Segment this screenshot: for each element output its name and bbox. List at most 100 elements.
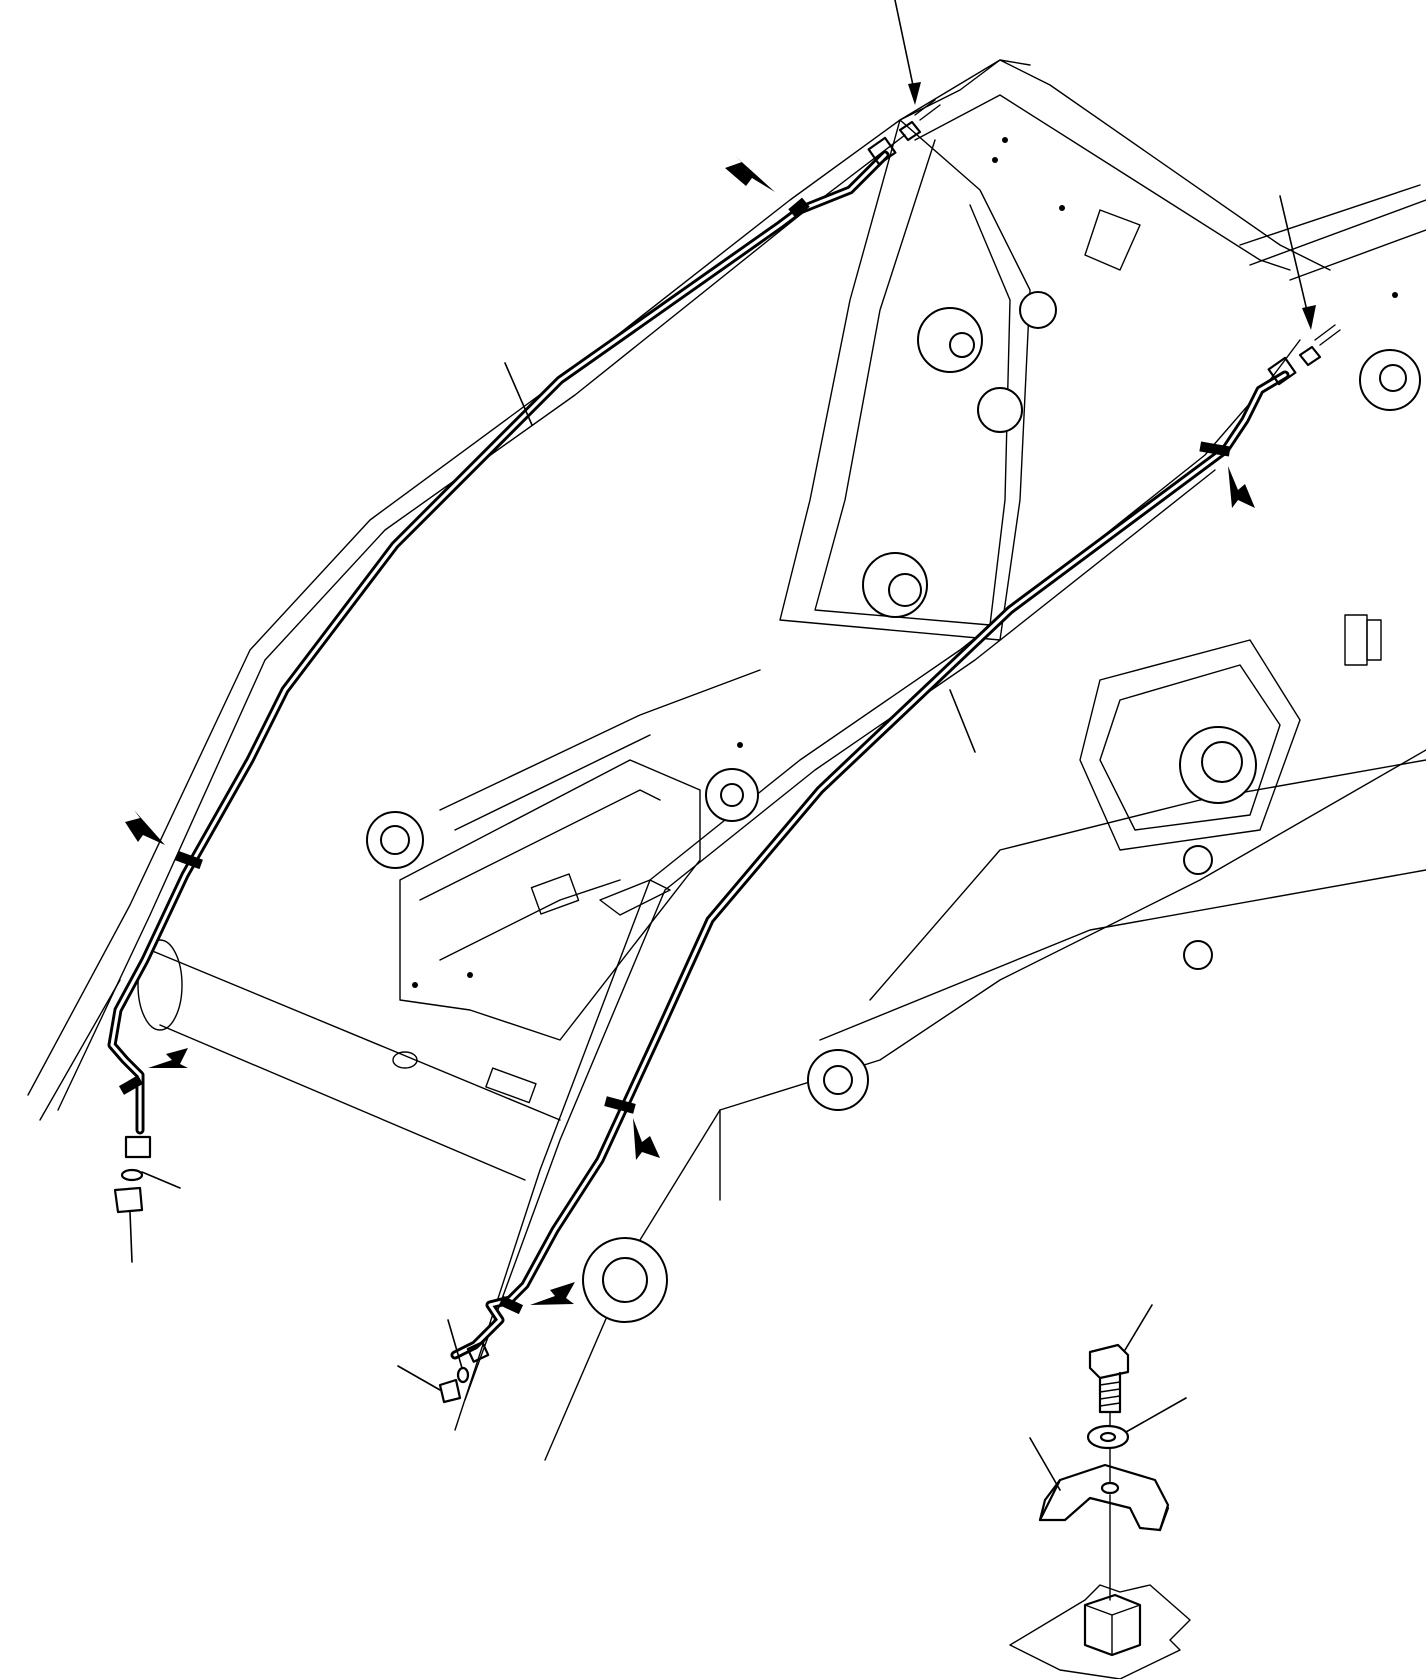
marker-arrow-3 [148,1048,188,1068]
detail-block-edges [1084,1604,1141,1656]
fitting-lower-left-plug [113,1186,144,1214]
tube-left-core [110,153,887,1132]
boom-right-inner-edge [464,469,1216,1401]
fitting-lower-right-oring [456,1366,470,1384]
detail-leader-clamp [1029,1437,1061,1491]
center-box-slot [599,879,671,916]
boss-upper-center-bore [949,332,975,358]
boom-center-web [779,119,1031,641]
leader-lower-left-oring [141,1171,181,1189]
rivet-6 [467,972,473,978]
leader-top-right-arrowhead [1302,305,1316,330]
right-body-plate-inner [1099,664,1281,831]
detail-block [1083,1593,1142,1657]
detail-bolt-thread [1099,1381,1121,1407]
center-box-rail [439,669,761,831]
rivet-5 [412,982,418,988]
rivet-4 [737,742,743,748]
center-box-outline [399,759,701,1041]
fitting-top-right-adapter [1298,345,1322,367]
leader-lower-right-plug [397,1365,441,1391]
marker-arrow-6 [530,1282,575,1305]
leader-lower-left-plug [129,1211,133,1263]
detail-clamp-plate [1038,1463,1170,1532]
center-box-floor [419,789,661,961]
detail-leader-washer [1125,1397,1187,1433]
marker-arrow-1 [725,155,775,192]
boss-lower-center-bore [823,1065,853,1095]
boss-mid-center [977,387,1023,433]
fitting-top-right-nut [1267,356,1297,386]
boss-lower-left-bore [602,1257,648,1303]
boss-right-small-1 [1183,845,1213,875]
detail-washer-hole [1099,1431,1117,1443]
detail-washer [1086,1424,1130,1450]
marker-arrow-4 [1228,466,1255,508]
fitting-top-left-nut [867,136,897,166]
hydraulic-tubes [107,150,1290,1360]
boss-top-right [1019,291,1057,329]
boom-top-plate-inner [914,94,1291,271]
clamp-detail-inset [1009,1304,1191,1679]
right-body-contour-2 [869,759,1426,1001]
rivet-7 [1392,292,1398,298]
clamp-left-low [118,1075,144,1095]
boom-top-plate [899,59,1331,271]
boss-right-top-bore [1379,364,1407,392]
clamp-left-mid [175,850,203,870]
boss-center-floor-bore [720,783,744,807]
detail-clamp-plate-edge [1038,1478,1170,1532]
rivet-1 [1002,137,1008,143]
lower-cross-tube-end [137,939,183,1031]
pin-bosses [366,137,1421,1323]
detail-clamp-hole [1100,1481,1120,1495]
boom-center-web-inner [814,139,1011,626]
boom-left-web-edge [39,979,121,1121]
bracket-top [1084,209,1141,271]
rivet-2 [992,157,998,163]
boss-right-large-bore [1201,741,1243,783]
boom-left-inner-edge [57,134,906,1111]
clamp-right-top [1199,441,1231,457]
leader-top-left-fitting [894,0,916,96]
detail-bolt-head [1088,1343,1130,1380]
boom-top-right-rail [1239,184,1426,281]
fitting-top-right-thread [1314,324,1341,346]
boss-center-large-bore [888,573,922,607]
boss-right-small-2 [1183,940,1213,970]
detail-leader-bolt [1124,1304,1153,1351]
marker-arrow-2 [125,810,165,845]
bracket-right-2 [1366,619,1382,661]
tube-left [107,150,890,1135]
tube-right-core [453,373,1287,1357]
tube-right [450,370,1290,1360]
detail-base-plate [1009,1584,1191,1679]
fittings [113,99,1341,1404]
fitting-lower-left-nut [124,1135,152,1159]
clamp-right-mid [604,1096,636,1114]
rivet-3 [1059,205,1065,211]
leader-top-right-fitting [1279,195,1309,316]
fitting-lower-left-oring [120,1168,144,1182]
right-body-plate [1079,639,1301,851]
marker-arrows [125,155,1255,1305]
boss-left-mid-bore [380,825,410,855]
fitting-top-left-adapter [898,120,922,142]
leader-top-left-arrowhead [908,82,921,105]
lower-cross-tube-block [485,1067,537,1104]
clamp-right-low [498,1295,524,1315]
leader-left-tube [504,362,533,426]
fitting-lower-right-nut [466,1341,490,1363]
leader-lower-right-oring [447,1319,463,1369]
marker-arrow-5 [633,1118,660,1160]
bracket-right [1344,614,1368,666]
clamp-left-top [788,197,810,219]
leader-right-tube [949,689,976,753]
right-body-contour [719,869,1426,1201]
lower-cross-tube [149,949,561,1181]
center-box-block [530,873,580,915]
lower-cross-tube-cap [392,1051,418,1069]
leader-lines [129,0,1316,1391]
fitting-lower-right-plug [438,1378,462,1404]
